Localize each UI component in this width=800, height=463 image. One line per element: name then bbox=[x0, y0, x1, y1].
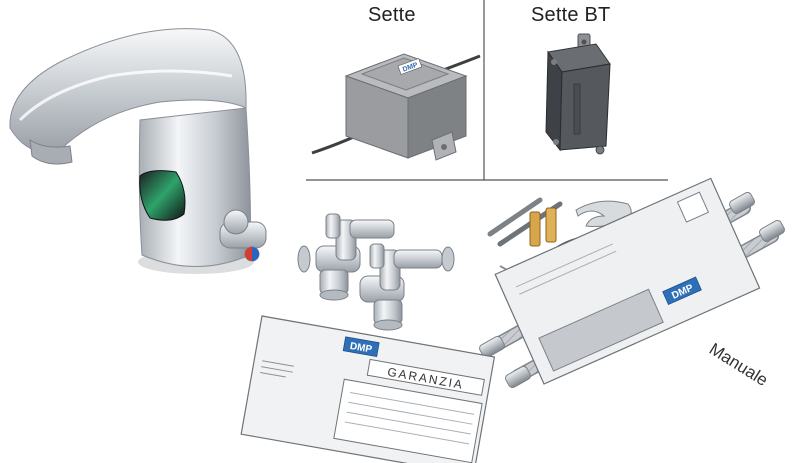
warranty-logo: DMP bbox=[349, 341, 373, 356]
manual-title: Manuale bbox=[706, 339, 771, 390]
angle-valve-1 bbox=[297, 213, 395, 301]
brass-nuts bbox=[529, 207, 557, 247]
sette-bt-control-box bbox=[545, 33, 611, 155]
warranty-card: DMP GARANZIA bbox=[240, 315, 496, 463]
sette-label: Sette bbox=[368, 4, 416, 26]
sette-bt-label: Sette BT bbox=[531, 4, 611, 26]
faucet bbox=[9, 28, 267, 274]
manual-booklet: DMP bbox=[494, 177, 761, 385]
sette-control-box: DMP bbox=[311, 53, 481, 161]
angle-valve-2 bbox=[359, 243, 455, 331]
sensor-window bbox=[139, 170, 186, 221]
